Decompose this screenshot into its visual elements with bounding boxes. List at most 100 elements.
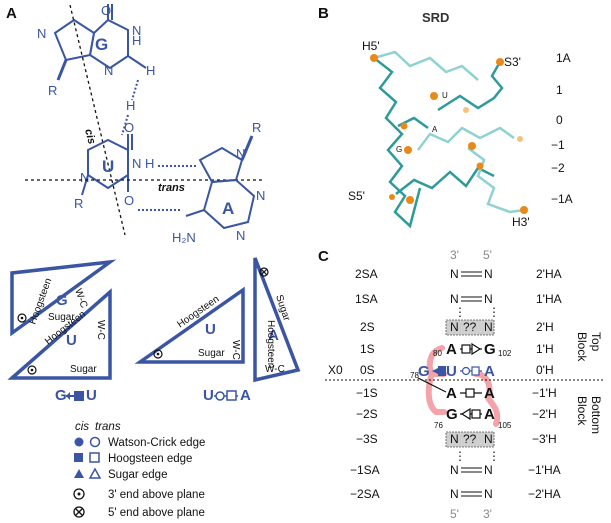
sugar-cis-icon <box>74 469 84 478</box>
triangle-g-outline <box>10 259 117 337</box>
bottom-prime-right: 3' <box>483 507 492 521</box>
phosphate-atoms <box>370 54 528 214</box>
svg-text:A: A <box>484 363 495 380</box>
label-s5: S5' <box>348 189 365 203</box>
row-label-1h: 1'H <box>536 342 554 356</box>
trans-label: trans <box>158 182 185 194</box>
svg-text:N: N <box>450 432 459 446</box>
svg-text:80: 80 <box>433 349 442 358</box>
svg-text:A: A <box>484 406 495 423</box>
adenine-n1: N <box>236 228 245 243</box>
axis-m1: −1 <box>551 138 565 152</box>
uracil-letter: U <box>102 157 114 176</box>
row-label-m3h: −3'H <box>532 432 557 446</box>
adenine-n3: N <box>256 188 265 203</box>
guanine-n3: N <box>104 63 113 78</box>
guanine-h-bond-h: H <box>126 98 135 113</box>
cis-label: cis <box>82 128 98 146</box>
triangle-u-right: U Hoogsteen Sugar W-C <box>134 286 245 364</box>
triangle-u-right-sugar: Sugar <box>198 348 225 359</box>
row-label-m1h: −1'H <box>532 386 557 400</box>
wc-cis-icon <box>74 437 84 447</box>
uracil-n1: N <box>80 170 89 185</box>
guanine-letter: G <box>95 35 108 54</box>
row-label-m1ha: −1'HA <box>528 463 561 477</box>
triangle-u-right-outline <box>134 286 245 364</box>
guanine-molecule: O H N N N H R G H <box>37 3 155 113</box>
svg-text:??: ?? <box>463 320 477 334</box>
wc-open-icon <box>461 366 471 376</box>
panel-b-label: B <box>318 5 329 22</box>
svg-text:N: N <box>450 463 459 477</box>
axis-m1a: −1A <box>551 192 573 206</box>
pair-m1s: A A <box>446 385 495 402</box>
triangle-g-wc: W-C <box>72 287 89 309</box>
notation-right-u: U <box>203 387 214 404</box>
guanine-n1-h: H <box>132 33 141 48</box>
legend-hoogsteen: Hoogsteen edge <box>108 453 192 465</box>
pair-0s: 78 G U A <box>410 363 495 380</box>
svg-text:76: 76 <box>434 421 443 430</box>
axis-1a: 1A <box>556 51 571 65</box>
svg-text:N: N <box>484 292 493 306</box>
top-label: Top <box>589 332 603 352</box>
uracil-o4: O <box>124 120 134 135</box>
adenine-n9: N <box>236 146 245 161</box>
hoogsteen-icon <box>461 344 471 354</box>
triangle-a-letter: A <box>268 327 279 344</box>
row-label-0h: 0'H <box>536 363 554 377</box>
top-prime-right: 5' <box>483 248 492 262</box>
legend-sugar: Sugar edge <box>108 469 167 481</box>
legend-5prime: 5' end above plane <box>108 507 205 519</box>
wc-trans-legend-icon <box>89 436 101 448</box>
unknown-pair-top: N ?? N <box>445 319 495 336</box>
svg-text:⋮: ⋮ <box>454 449 466 463</box>
row-label-1s: 1S <box>360 342 375 356</box>
sugar-icon <box>471 342 482 356</box>
svg-text:G: G <box>484 341 496 358</box>
axis-1: 1 <box>556 83 563 97</box>
row-label-2h: 2'H <box>536 320 554 334</box>
label-h5: H5' <box>362 39 380 53</box>
triangle-g-letter: G <box>56 292 68 309</box>
bottom-prime-left: 5' <box>450 507 459 521</box>
five-prime-icon <box>73 506 85 518</box>
row-label-m2ha: −2'HA <box>528 487 561 501</box>
hoogsteen-cis-icon <box>74 453 83 462</box>
svg-text:⋮: ⋮ <box>454 305 466 319</box>
guanine-n1: N <box>132 23 141 38</box>
row-label-1sa: 1SA <box>355 292 378 306</box>
triangle-u-outline <box>7 288 112 380</box>
svg-text:78: 78 <box>410 371 419 380</box>
svg-text:N: N <box>450 292 459 306</box>
guanine-o6: O <box>101 3 111 18</box>
svg-text:N: N <box>484 487 493 501</box>
srd-title: SRD <box>422 10 449 25</box>
svg-text:⋮: ⋮ <box>488 305 500 319</box>
svg-text:G: G <box>446 406 458 423</box>
row-label-0s: 0S <box>360 363 375 377</box>
triangle-a-outline <box>253 257 301 383</box>
row-label-m2sa: −2SA <box>350 487 380 501</box>
uracil-molecule: O O N H N R U <box>74 120 154 211</box>
hoogsteen-trans-legend-icon <box>89 452 100 463</box>
triangle-u-right-wc: W-C <box>230 340 241 360</box>
hoogsteen-open-icon <box>226 390 237 401</box>
wc-trans-icon <box>215 391 225 401</box>
strand-top-right <box>437 61 504 112</box>
row-label-m1sa: −1SA <box>350 463 380 477</box>
sugar-trans-icon <box>88 467 102 479</box>
legend-trans: trans <box>95 421 121 433</box>
label-h3: H3' <box>512 215 530 229</box>
triangle-g-sugar: Sugar <box>48 312 75 323</box>
triangle-u-3prime-icon <box>27 365 37 375</box>
notation-right-a: A <box>240 387 251 404</box>
pair-m2s: 76 G A 105 <box>434 406 512 430</box>
guanine-imidazole-ring <box>53 18 96 62</box>
triangle-u-letter: U <box>66 332 77 349</box>
guanine-r: R <box>48 83 57 98</box>
notation-right: U A <box>203 387 251 404</box>
triangle-a-wc: W-C <box>265 364 285 375</box>
svg-text:N: N <box>450 487 459 501</box>
